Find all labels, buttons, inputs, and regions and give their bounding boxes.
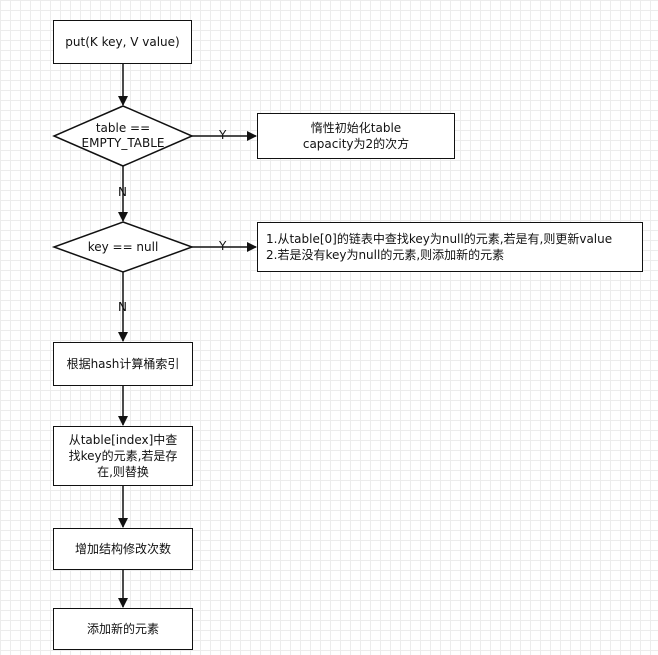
node-find-replace: 从table[index]中查 找key的元素,若是存 在,则替换	[53, 426, 193, 486]
decision-text-null-key: key == null	[87, 240, 159, 254]
node-add-entry-text: 添加新的元素	[86, 622, 159, 636]
node-put: put(K key, V value)	[53, 20, 192, 64]
node-add-entry: 添加新的元素	[53, 608, 193, 650]
edge-label-null-no: N	[118, 300, 127, 314]
node-lazy-init-text: 惰性初始化table capacity为2的次方	[302, 121, 410, 151]
node-hash-index: 根据hash计算桶索引	[53, 342, 193, 386]
node-find-replace-text: 从table[index]中查 找key的元素,若是存 在,则替换	[68, 433, 178, 479]
node-lazy-init: 惰性初始化table capacity为2的次方	[257, 113, 455, 159]
decision-text-empty-table: table == EMPTY_TABLE	[81, 121, 165, 150]
edge-label-null-yes: Y	[219, 239, 227, 253]
node-mod-count-text: 增加结构修改次数	[74, 542, 171, 556]
node-null-key-handling: 1.从table[0]的链表中查找key为null的元素,若是有,则更新valu…	[257, 222, 643, 272]
edge-label-empty-no: N	[118, 185, 127, 199]
node-null-key-handling-text: 1.从table[0]的链表中查找key为null的元素,若是有,则更新valu…	[266, 232, 613, 262]
edge-label-empty-yes: Y	[219, 128, 227, 142]
node-put-text: put(K key, V value)	[65, 35, 180, 49]
node-hash-index-text: 根据hash计算桶索引	[66, 357, 180, 371]
node-mod-count: 增加结构修改次数	[53, 528, 193, 570]
